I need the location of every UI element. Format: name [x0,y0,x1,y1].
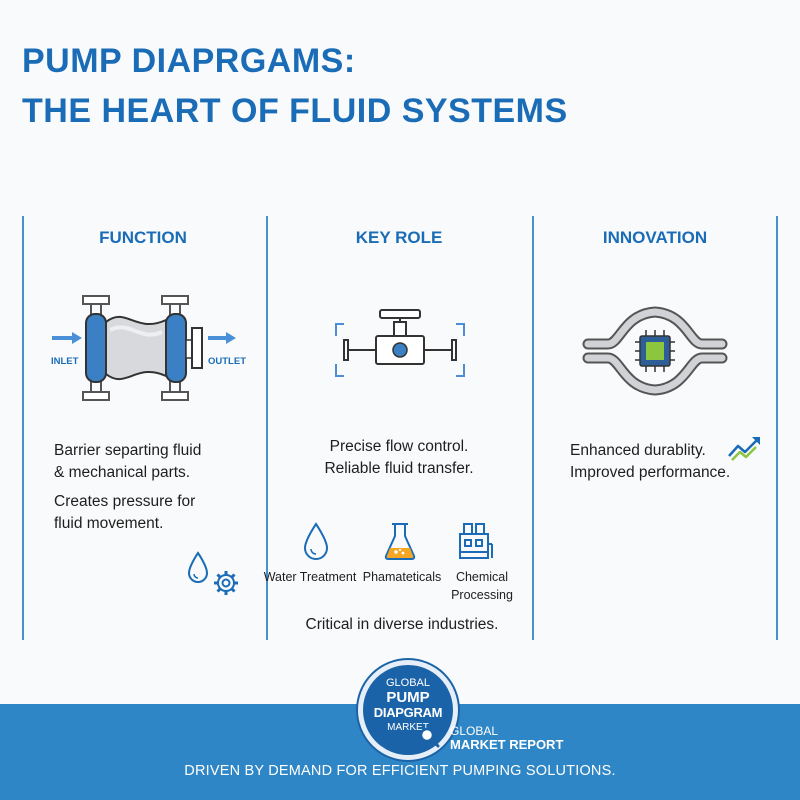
trend-up-icon [728,437,760,461]
key-role-heading: KEY ROLE [355,228,443,247]
badge-line: DIAPGRAM [373,705,443,720]
arrow-right-icon [52,332,82,344]
footer-tagline: DRIVEN BY DEMAND FOR EFFICIENT PUMPING S… [184,763,616,779]
valve-icon [335,309,465,377]
page-title: PUMP DIAPRGAMS: THE HEART OF FLUID SYSTE… [22,36,568,136]
function-text-2: Creates pressure for fluid movement. [54,491,195,535]
industry-label-chemical-processing: Chemical Processing [440,568,524,604]
report-line-1: GLOBAL [450,724,499,738]
text-line: Chemical [455,570,509,584]
diaphragm-pump-icon [52,295,236,401]
magnifier-icon [419,727,440,748]
innovation-column: INNOVATION [522,216,788,640]
text-line: & mechanical parts. [54,464,191,481]
key-role-text: Precise flow control. Reliable fluid tra… [286,436,512,480]
column-divider [532,216,534,640]
title-line-2: THE HEART OF FLUID SYSTEMS [22,92,568,130]
industry-label-water-treatment: Water Treatment [263,570,357,584]
text-line: Creates pressure for [54,493,196,510]
inlet-label: INLET [51,356,79,367]
arrow-right-icon [208,332,236,344]
report-line-2: MARKET REPORT [450,737,564,752]
text-line: fluid movement. [54,515,164,532]
badge-line: GLOBAL [385,677,431,689]
text-line: Enhanced durablity. [570,442,706,459]
industries-summary: Critical in diverse industries. [305,616,499,633]
chip-diaphragm-icon [582,306,728,396]
column-divider [266,216,268,640]
function-heading: FUNCTION [99,228,187,247]
text-line: Reliable fluid transfer. [324,460,474,477]
factory-icon [459,523,493,559]
badge-line: MARKET [387,722,429,733]
outlet-label: OUTLET [208,356,246,367]
text-line: Processing [451,588,513,602]
water-drop-icon [187,551,209,583]
gear-icon [214,571,238,595]
key-role-column: KEY ROLE [266,216,532,640]
title-line-1: PUMP DIAPRGAMS: [22,42,356,80]
function-column: FUNCTION [10,216,276,640]
innovation-heading: INNOVATION [602,228,708,247]
function-text-1: Barrier separting fluid & mechanical par… [54,440,201,484]
market-badge: GLOBAL PUMP DIAPGRAM MARKET [358,660,458,760]
industry-label-pharmaceuticals: Phamateticals [362,570,442,584]
flask-icon [384,523,416,560]
column-divider [22,216,24,640]
innovation-text: Enhanced durablity. Improved performance… [570,440,730,484]
water-drop-icon [303,522,329,560]
text-line: Barrier separting fluid [54,442,202,459]
text-line: Precise flow control. [329,438,469,455]
badge-line: PUMP [386,689,430,706]
text-line: Improved performance. [570,464,731,481]
column-divider [776,216,778,640]
